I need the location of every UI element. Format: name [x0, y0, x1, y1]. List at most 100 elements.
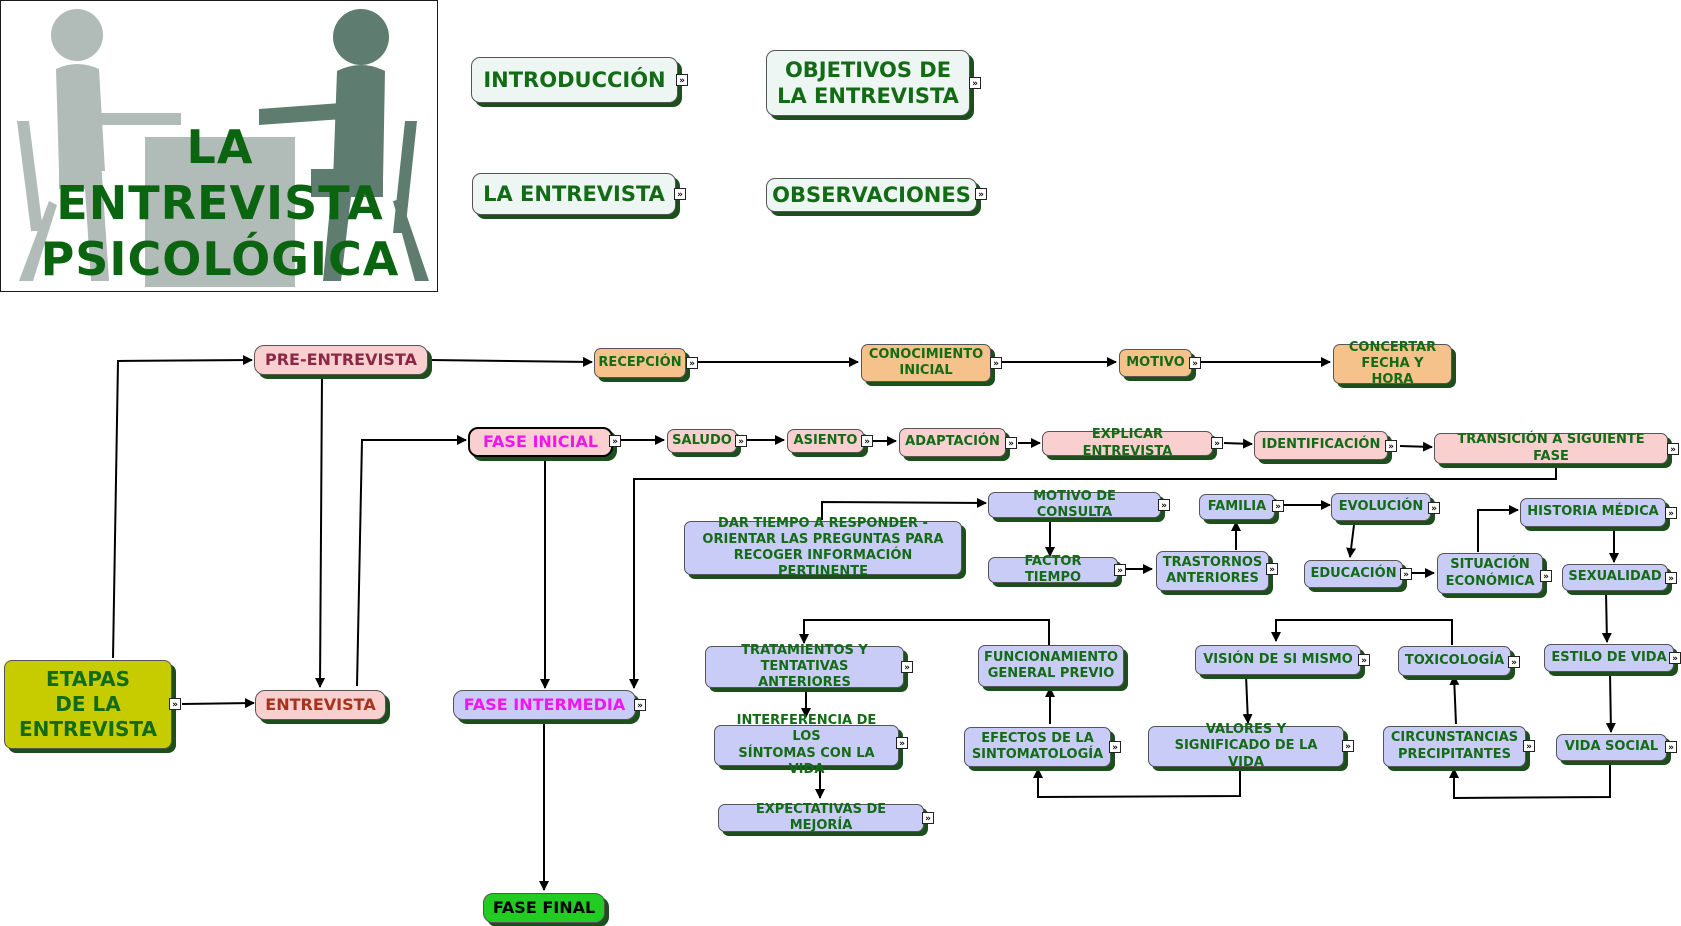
introduccion-label: INTRODUCCIÓN — [483, 67, 666, 92]
double-chevron-right-icon[interactable]: » — [1665, 741, 1677, 753]
explicar-entrevista-label: EXPLICAR ENTREVISTA — [1082, 427, 1173, 459]
valores-node[interactable]: VALORES Y SIGNIFICADO DE LA VIDA — [1148, 722, 1344, 770]
title-line-2: ENTREVISTA — [56, 176, 384, 230]
identificacion-label: IDENTIFICACIÓN — [1261, 437, 1381, 453]
saludo-label: SALUDO — [672, 432, 732, 448]
saludo-node[interactable]: SALUDO — [667, 429, 737, 453]
double-chevron-right-icon[interactable]: » — [1665, 507, 1677, 519]
double-chevron-right-icon[interactable]: » — [634, 699, 646, 711]
expectativas-node[interactable]: EXPECTATIVAS DE MEJORÍA — [718, 802, 924, 833]
double-chevron-right-icon[interactable]: » — [1508, 656, 1520, 668]
etapas-line1: ETAPAS — [46, 667, 130, 691]
entrevista-node[interactable]: ENTREVISTA — [255, 690, 386, 720]
double-chevron-right-icon[interactable]: » — [1428, 502, 1440, 514]
factor-tiempo-node[interactable]: FACTOR TIEMPO — [988, 554, 1118, 585]
double-chevron-right-icon[interactable]: » — [686, 357, 698, 369]
asiento-node[interactable]: ASIENTO — [787, 429, 864, 453]
double-chevron-right-icon[interactable]: » — [609, 435, 621, 447]
double-chevron-right-icon[interactable]: » — [1540, 570, 1552, 582]
double-chevron-right-icon[interactable]: » — [1005, 437, 1017, 449]
double-chevron-right-icon[interactable]: » — [969, 77, 981, 89]
toxicologia-node[interactable]: TOXICOLOGÍA — [1398, 646, 1511, 676]
conocimiento-line2: INICIAL — [899, 363, 953, 378]
etapas-node[interactable]: ETAPAS DE LA ENTREVISTA — [4, 660, 172, 749]
double-chevron-right-icon[interactable]: » — [901, 661, 913, 673]
double-chevron-right-icon[interactable]: » — [676, 74, 688, 86]
evolucion-node[interactable]: EVOLUCIÓN — [1331, 493, 1431, 521]
recepcion-node[interactable]: RECEPCIÓN — [594, 348, 686, 378]
dar-tiempo-node[interactable]: DAR TIEMPO A RESPONDER - ORIENTAR LAS PR… — [684, 516, 962, 579]
estilo-vida-label: ESTILO DE VIDA — [1551, 649, 1667, 665]
double-chevron-right-icon[interactable]: » — [1358, 654, 1370, 666]
tratamientos-node[interactable]: TRATAMIENTOS Y TENTATIVAS ANTERIORES — [705, 643, 904, 690]
observaciones-button[interactable]: OBSERVACIONES — [766, 178, 977, 212]
double-chevron-right-icon[interactable]: » — [975, 188, 987, 200]
dar-tiempo-line3: RECOGER INFORMACIÓN PERTINENTE — [733, 548, 913, 580]
efectos-line1: EFECTOS DE LA — [981, 730, 1094, 746]
edge-preentrevista-entrevista — [315, 375, 326, 688]
identificacion-node[interactable]: IDENTIFICACIÓN — [1254, 431, 1388, 460]
double-chevron-right-icon[interactable]: » — [922, 812, 934, 824]
objetivos-label-line2: LA ENTREVISTA — [777, 84, 959, 108]
dar-tiempo-line1: DAR TIEMPO A RESPONDER - — [718, 515, 928, 531]
conocimiento-node[interactable]: CONOCIMIENTO INICIAL — [861, 344, 991, 382]
double-chevron-right-icon[interactable]: » — [1400, 568, 1412, 580]
double-chevron-right-icon[interactable]: » — [1158, 499, 1170, 511]
sexualidad-node[interactable]: SEXUALIDAD — [1562, 564, 1668, 591]
double-chevron-right-icon[interactable]: » — [169, 698, 181, 710]
pre-entrevista-label: PRE-ENTREVISTA — [264, 350, 417, 369]
fase-intermedia-node[interactable]: FASE INTERMEDIA — [453, 690, 636, 720]
double-chevron-right-icon[interactable]: » — [1189, 357, 1201, 369]
double-chevron-right-icon[interactable]: » — [1669, 652, 1681, 664]
estilo-vida-node[interactable]: ESTILO DE VIDA — [1544, 644, 1674, 672]
transicion-node[interactable]: TRANSICIÓN A SIGUIENTE FASE — [1434, 432, 1668, 464]
tratamientos-line2: TENTATIVAS ANTERIORES — [758, 658, 851, 691]
educacion-node[interactable]: EDUCACIÓN — [1304, 560, 1403, 588]
objetivos-button[interactable]: OBJETIVOS DE LA ENTREVISTA — [766, 50, 970, 116]
fase-final-node[interactable]: FASE FINAL — [483, 893, 605, 923]
fase-inicial-node[interactable]: FASE INICIAL — [468, 427, 613, 457]
interferencia-line1: INTERFERENCIA DE LOS — [736, 713, 877, 745]
vision-si-mismo-node[interactable]: VISIÓN DE SI MISMO — [1195, 645, 1361, 675]
historia-medica-node[interactable]: HISTORIA MÉDICA — [1520, 498, 1666, 527]
introduccion-button[interactable]: INTRODUCCIÓN — [471, 57, 678, 103]
double-chevron-right-icon[interactable]: » — [735, 435, 747, 447]
edge-etapas-preentrevista — [112, 355, 253, 659]
double-chevron-right-icon[interactable]: » — [1342, 740, 1354, 752]
double-chevron-right-icon[interactable]: » — [1667, 443, 1679, 455]
motivo-consulta-node[interactable]: MOTIVO DE CONSULTA — [988, 489, 1161, 520]
double-chevron-right-icon[interactable]: » — [1109, 741, 1121, 753]
familia-node[interactable]: FAMILIA — [1199, 494, 1275, 520]
double-chevron-right-icon[interactable]: » — [1523, 740, 1535, 752]
adaptacion-node[interactable]: ADAPTACIÓN — [899, 428, 1006, 457]
circunstancias-node[interactable]: CIRCUNSTANCIAS PRECIPITANTES — [1383, 726, 1526, 767]
double-chevron-right-icon[interactable]: » — [674, 188, 686, 200]
familia-label: FAMILIA — [1207, 498, 1267, 514]
fase-inicial-label: FASE INICIAL — [482, 432, 599, 451]
edge-entrevista-faseinicial — [356, 435, 467, 687]
funcionamiento-node[interactable]: FUNCIONAMIENTO GENERAL PREVIO — [978, 645, 1124, 687]
motivo-node[interactable]: MOTIVO — [1119, 349, 1192, 377]
trastornos-node[interactable]: TRASTORNOS ANTERIORES — [1156, 551, 1269, 591]
double-chevron-right-icon[interactable]: » — [1385, 440, 1397, 452]
efectos-node[interactable]: EFECTOS DE LA SINTOMATOLOGÍA — [964, 727, 1111, 767]
double-chevron-right-icon[interactable]: » — [861, 435, 873, 447]
pre-entrevista-node[interactable]: PRE-ENTREVISTA — [254, 345, 428, 375]
vida-social-label: VIDA SOCIAL — [1564, 739, 1659, 755]
double-chevron-right-icon[interactable]: » — [1211, 437, 1223, 449]
situacion-node[interactable]: SITUACIÓN ECONÓMICA — [1437, 553, 1543, 594]
double-chevron-right-icon[interactable]: » — [1114, 564, 1126, 576]
explicar-entrevista-node[interactable]: EXPLICAR ENTREVISTA — [1042, 427, 1213, 459]
vida-social-node[interactable]: VIDA SOCIAL — [1556, 734, 1667, 761]
adaptacion-label: ADAPTACIÓN — [905, 434, 1000, 450]
double-chevron-right-icon[interactable]: » — [1266, 563, 1278, 575]
double-chevron-right-icon[interactable]: » — [990, 357, 1002, 369]
toxicologia-label: TOXICOLOGÍA — [1404, 652, 1505, 668]
double-chevron-right-icon[interactable]: » — [1665, 572, 1677, 584]
la-entrevista-button[interactable]: LA ENTREVISTA — [472, 173, 676, 215]
interferencia-node[interactable]: INTERFERENCIA DE LOS SÍNTOMAS CON LA VID… — [714, 713, 899, 777]
double-chevron-right-icon[interactable]: » — [896, 737, 908, 749]
double-chevron-right-icon[interactable]: » — [1272, 500, 1284, 512]
concertar-line1: CONCERTAR — [1348, 339, 1437, 355]
concertar-node[interactable]: CONCERTAR FECHA Y HORA — [1333, 340, 1452, 387]
